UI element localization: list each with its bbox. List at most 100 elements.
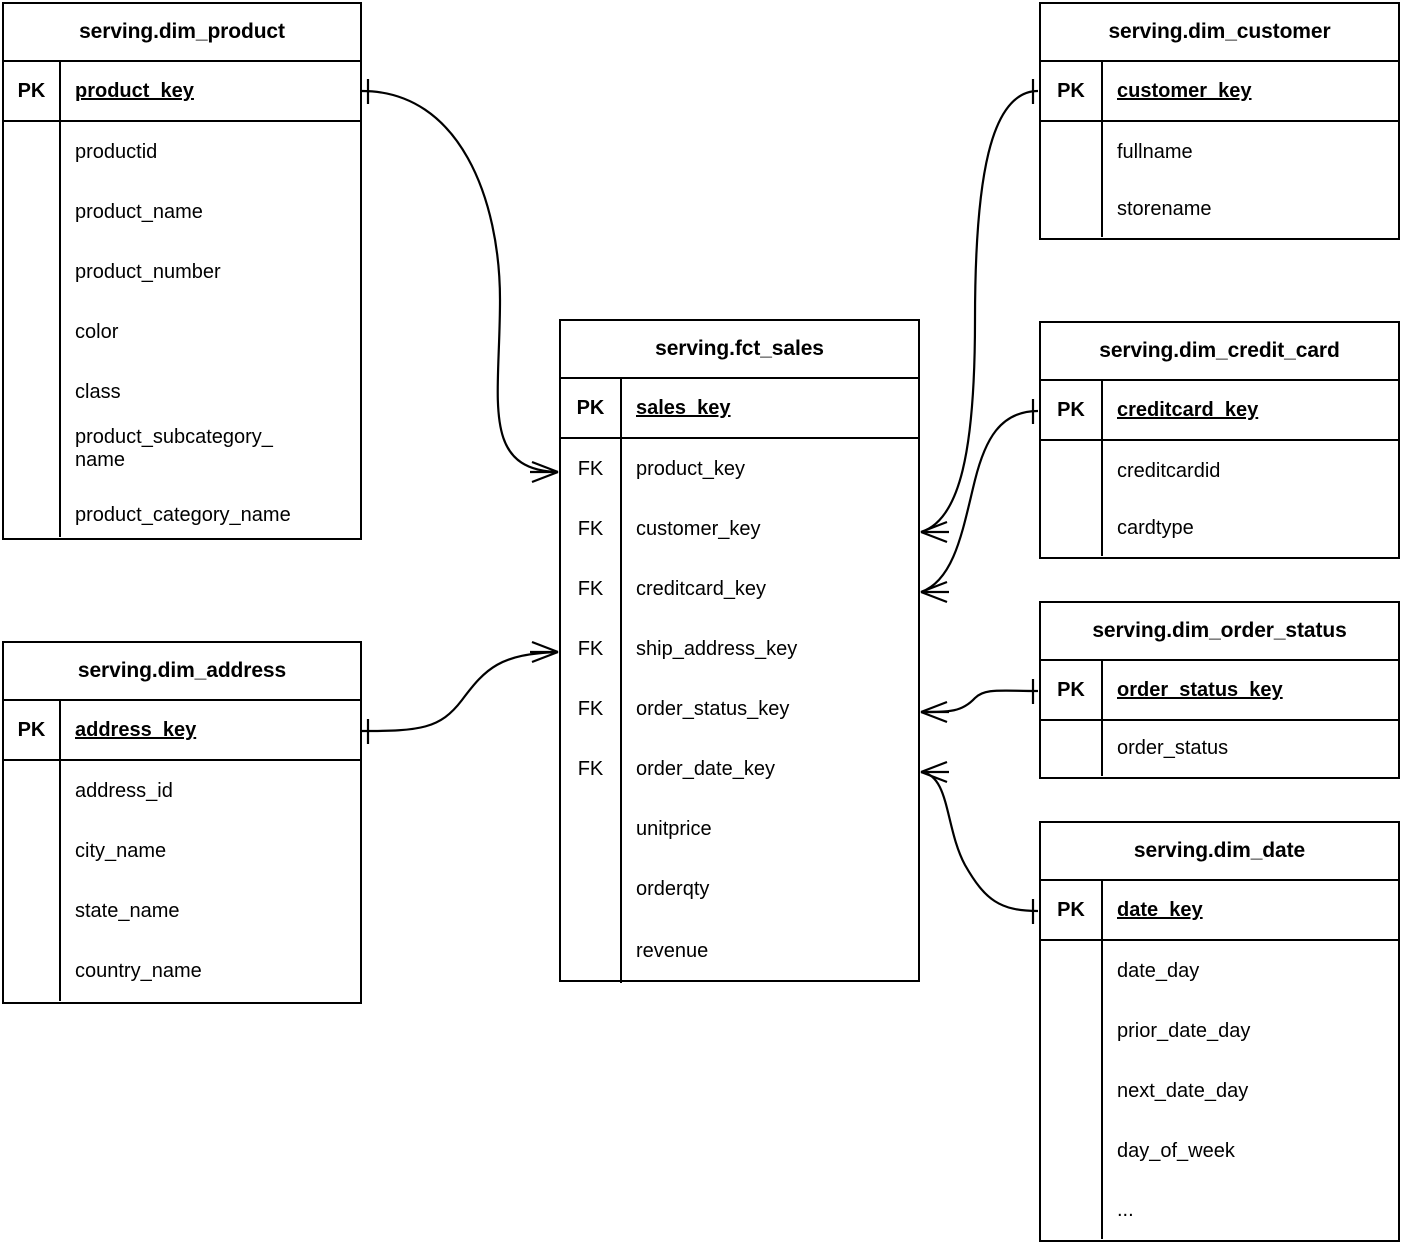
fk-field: ship_address_key: [636, 638, 798, 660]
attribute-row: order_status: [1117, 737, 1229, 759]
entity-rows-dim-customer: PK customer_key fullname storename: [1041, 62, 1398, 237]
attribute-block-dim-product: productid product_name product_number co…: [4, 122, 360, 537]
entity-dim-order-status[interactable]: serving.dim_order_status PK order_status…: [1039, 601, 1400, 779]
measure-gutter: [561, 919, 622, 983]
attribute-row: day_of_week: [1117, 1139, 1235, 1162]
attribute-block-dim-date: date_day prior_date_day next_date_day da…: [1041, 941, 1398, 1239]
attribute-list-dim-customer: fullname storename: [1103, 122, 1398, 237]
attribute-row: class: [75, 380, 121, 403]
fk-row-order-status-key[interactable]: FK order_status_key: [561, 679, 918, 739]
pk-row-dim-customer[interactable]: PK customer_key: [1041, 62, 1398, 122]
relationship-creditcard-to-sales: [920, 399, 1039, 604]
fk-badge: FK: [561, 679, 622, 739]
attribute-row: product_category_name: [75, 503, 291, 526]
attribute-gutter-dim-credit-card: [1041, 441, 1103, 556]
pk-row-dim-address[interactable]: PK address_key: [4, 701, 360, 761]
attribute-row: country_name: [75, 959, 202, 982]
fk-badge: FK: [561, 739, 622, 799]
attribute-row: color: [75, 320, 119, 343]
attribute-row: creditcardid: [1117, 459, 1221, 482]
attribute-gutter-dim-address: [4, 761, 61, 1001]
entity-rows-fct-sales: PK sales_key FK product_key FK customer_…: [561, 379, 918, 983]
attribute-list-dim-date: date_day prior_date_day next_date_day da…: [1103, 941, 1398, 1239]
attribute-block-dim-order-status: order_status: [1041, 721, 1398, 776]
pk-field-dim-date: date_key: [1117, 899, 1203, 921]
attribute-row: address_id: [75, 779, 173, 802]
fk-field: product_key: [636, 458, 745, 480]
attribute-block-dim-credit-card: creditcardid cardtype: [1041, 441, 1398, 556]
attribute-gutter-dim-order-status: [1041, 721, 1103, 776]
measure-row-revenue: revenue: [561, 919, 918, 983]
attribute-row: city_name: [75, 839, 167, 862]
entity-title-dim-address: serving.dim_address: [4, 643, 360, 701]
attribute-list-dim-credit-card: creditcardid cardtype: [1103, 441, 1398, 556]
entity-dim-customer[interactable]: serving.dim_customer PK customer_key ful…: [1039, 2, 1400, 240]
attribute-list-dim-order-status: order_status: [1103, 721, 1398, 776]
entity-dim-product[interactable]: serving.dim_product PK product_key produ…: [2, 2, 362, 540]
entity-title-dim-customer: serving.dim_customer: [1041, 4, 1398, 62]
attribute-block-dim-address: address_id city_name state_name country_…: [4, 761, 360, 1001]
attribute-row: storename: [1117, 198, 1212, 220]
fk-row-product-key[interactable]: FK product_key: [561, 439, 918, 499]
fk-badge: FK: [561, 499, 622, 559]
attribute-row: date_day: [1117, 959, 1200, 982]
fk-row-order-date-key[interactable]: FK order_date_key: [561, 739, 918, 799]
entity-dim-credit-card[interactable]: serving.dim_credit_card PK creditcard_ke…: [1039, 321, 1400, 559]
entity-rows-dim-product: PK product_key productid product_name pr…: [4, 62, 360, 537]
fk-badge: FK: [561, 619, 622, 679]
attribute-list-dim-product: productid product_name product_number co…: [61, 122, 360, 537]
fk-badge: FK: [561, 439, 622, 499]
pk-row-dim-credit-card[interactable]: PK creditcard_key: [1041, 381, 1398, 441]
fk-field: customer_key: [636, 518, 761, 540]
pk-field-dim-product: product_key: [75, 80, 194, 102]
attribute-gutter-dim-customer: [1041, 122, 1103, 237]
measure-field: unitprice: [636, 818, 712, 840]
attribute-row: product_name: [75, 200, 203, 223]
fk-field: creditcard_key: [636, 578, 767, 600]
fk-field: order_status_key: [636, 698, 790, 720]
pk-field-dim-credit-card: creditcard_key: [1117, 399, 1259, 421]
attribute-block-dim-customer: fullname storename: [1041, 122, 1398, 237]
measure-row-unitprice: unitprice: [561, 799, 918, 859]
fk-row-customer-key[interactable]: FK customer_key: [561, 499, 918, 559]
entity-rows-dim-credit-card: PK creditcard_key creditcardid cardtype: [1041, 381, 1398, 556]
pk-field-fct-sales: sales_key: [636, 397, 731, 419]
pk-badge-dim-product: PK: [4, 62, 61, 120]
attribute-row: ...: [1117, 1198, 1134, 1221]
entity-title-dim-product: serving.dim_product: [4, 4, 360, 62]
entity-fct-sales[interactable]: serving.fct_sales PK sales_key FK produc…: [559, 319, 920, 983]
relationship-orderstatus-to-sales: [920, 679, 1039, 724]
pk-field-dim-order-status: order_status_key: [1117, 679, 1283, 701]
measure-gutter: [561, 799, 622, 859]
pk-row-dim-product[interactable]: PK product_key: [4, 62, 360, 122]
fk-row-ship-address-key[interactable]: FK ship_address_key: [561, 619, 918, 679]
attribute-gutter-dim-product: [4, 122, 61, 537]
attribute-gutter-dim-date: [1041, 941, 1103, 1239]
entity-dim-date[interactable]: serving.dim_date PK date_key date_day pr…: [1039, 821, 1400, 1242]
relationship-product-to-sales: [361, 79, 559, 484]
pk-row-dim-order-status[interactable]: PK order_status_key: [1041, 661, 1398, 721]
measure-field: revenue: [636, 940, 709, 962]
attribute-row: product_subcategory_ name: [75, 426, 273, 471]
pk-badge-dim-order-status: PK: [1041, 661, 1103, 719]
pk-badge-dim-customer: PK: [1041, 62, 1103, 120]
entity-dim-address[interactable]: serving.dim_address PK address_key addre…: [2, 641, 362, 1004]
attribute-row: fullname: [1117, 140, 1193, 163]
entity-rows-dim-address: PK address_key address_id city_name stat…: [4, 701, 360, 1001]
relationship-customer-to-sales: [920, 79, 1039, 544]
attribute-row: state_name: [75, 899, 180, 922]
pk-badge-dim-date: PK: [1041, 881, 1103, 939]
attribute-row: next_date_day: [1117, 1079, 1249, 1102]
pk-field-dim-customer: customer_key: [1117, 80, 1252, 102]
entity-title-dim-credit-card: serving.dim_credit_card: [1041, 323, 1398, 381]
measure-row-orderqty: orderqty: [561, 859, 918, 919]
pk-row-dim-date[interactable]: PK date_key: [1041, 881, 1398, 941]
measure-field: orderqty: [636, 878, 710, 900]
entity-rows-dim-order-status: PK order_status_key order_status: [1041, 661, 1398, 776]
pk-badge-dim-address: PK: [4, 701, 61, 759]
attribute-row: prior_date_day: [1117, 1019, 1251, 1042]
pk-row-fct-sales[interactable]: PK sales_key: [561, 379, 918, 439]
fk-field: order_date_key: [636, 758, 775, 780]
fk-row-creditcard-key[interactable]: FK creditcard_key: [561, 559, 918, 619]
